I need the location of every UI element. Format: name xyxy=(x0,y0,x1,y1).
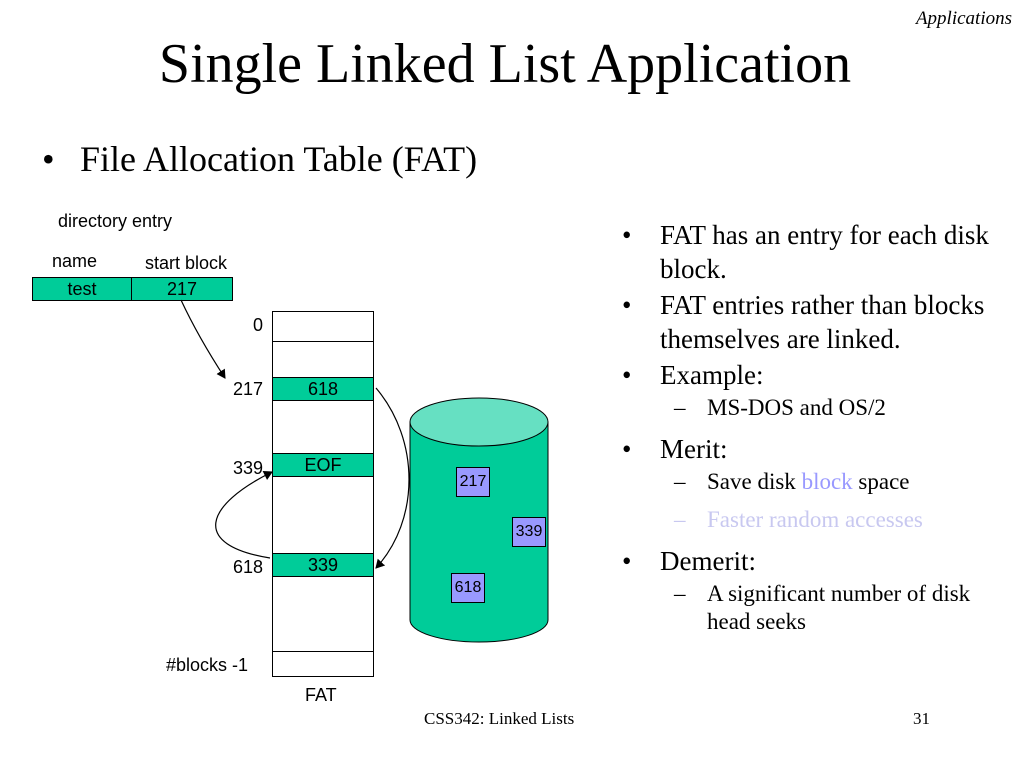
disk-block-217: 217 xyxy=(456,467,490,497)
sub-bullet-text: Faster random accesses xyxy=(707,507,923,532)
sub-bullet-text: space xyxy=(852,469,910,494)
disk-cylinder xyxy=(409,397,549,643)
sub-bullet-text: A significant number of disk head seeks xyxy=(707,581,971,634)
fat-caption: FAT xyxy=(305,685,337,705)
bullet-list: •FAT has an entry for each disk block. •… xyxy=(618,218,1024,646)
sub-bullet-item-faded: –Faster random accesses xyxy=(674,507,923,532)
bullet-text: Example: xyxy=(660,360,764,390)
bullet-item: •FAT has an entry for each disk block. xyxy=(622,220,989,284)
highlighted-word: block xyxy=(801,469,853,494)
fat-divider xyxy=(272,341,374,342)
directory-name-cell: test xyxy=(32,277,132,301)
arrow-217-to-618 xyxy=(375,387,410,569)
arrow-dir-to-217 xyxy=(180,299,226,379)
fat-index-217: 217 xyxy=(233,379,264,399)
fat-index-0: 0 xyxy=(253,315,264,335)
page-number: 31 xyxy=(913,709,930,728)
fat-index-618: 618 xyxy=(233,557,264,577)
main-bullet-text: File Allocation Table (FAT) xyxy=(80,139,478,179)
fat-divider xyxy=(272,651,374,652)
bullet-text: FAT has an entry for each disk block. xyxy=(660,220,989,284)
arrow-618-to-339 xyxy=(215,471,273,559)
sub-bullet-item: –MS-DOS and OS/2 xyxy=(674,395,886,420)
disk-block-339: 339 xyxy=(512,517,546,547)
sub-bullet-text: MS-DOS and OS/2 xyxy=(707,395,886,420)
sub-bullet-item: –A significant number of disk head seeks xyxy=(674,581,971,634)
slide-title: Single Linked List Application xyxy=(158,33,852,95)
bullet-text: FAT entries rather than blocks themselve… xyxy=(660,290,985,354)
bullet-item: •FAT entries rather than blocks themselv… xyxy=(622,290,985,354)
name-header: name xyxy=(52,251,98,271)
disk-block-618: 618 xyxy=(451,573,485,603)
directory-start-block-cell: 217 xyxy=(131,277,233,301)
fat-row-217: 618 xyxy=(272,377,374,401)
bullet-item: •Merit: xyxy=(622,434,728,464)
bullet-text: Demerit: xyxy=(660,546,756,576)
footer-course: CSS342: Linked Lists xyxy=(424,709,575,728)
fat-row-618: 339 xyxy=(272,553,374,577)
main-bullet: •File Allocation Table (FAT) xyxy=(42,139,478,179)
bullet-item: •Demerit: xyxy=(622,546,756,576)
fat-table xyxy=(272,311,374,677)
fat-row-339: EOF xyxy=(272,453,374,477)
sub-bullet-item: –Save disk block space xyxy=(674,469,910,494)
bullet-text: Merit: xyxy=(660,434,728,464)
bullet-item: •Example: xyxy=(622,360,764,390)
fat-index-339: 339 xyxy=(233,458,264,478)
sub-bullet-text: Save disk xyxy=(707,469,802,494)
directory-entry-label: directory entry xyxy=(58,211,173,231)
section-label: Applications xyxy=(915,8,1012,29)
fat-index-last: #blocks -1 xyxy=(166,655,249,675)
start-block-header: start block xyxy=(145,253,228,273)
